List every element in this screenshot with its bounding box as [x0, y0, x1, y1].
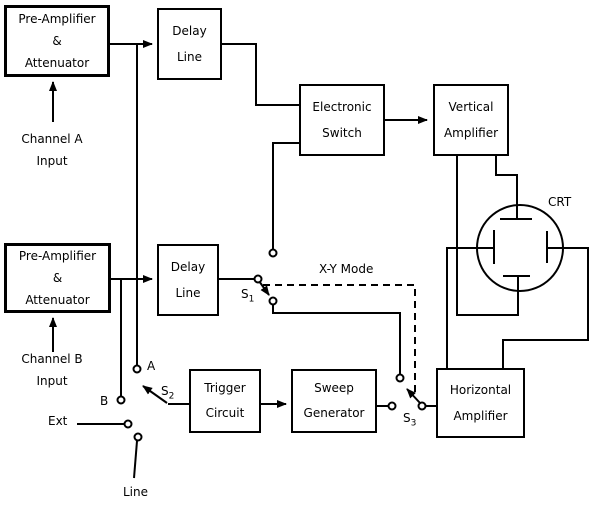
- s3-pivot-terminal: [417, 401, 427, 411]
- wire-line-terminal: [133, 440, 138, 479]
- s2-sub: 2: [168, 391, 175, 402]
- wire-hamp-to-right-plate: [502, 247, 589, 368]
- s1-lower-terminal: [268, 296, 278, 306]
- block-preamp-attenuator-a: Pre-Amplifier & Attenuator: [4, 5, 110, 77]
- s1-pivot-terminal: [253, 274, 263, 284]
- s2-base: S: [161, 384, 169, 398]
- block-preamp-attenuator-b: Pre-Amplifier & Attenuator: [4, 243, 111, 313]
- wire-xy-mode-link: [263, 284, 416, 392]
- s1-upper-terminal: [268, 248, 278, 258]
- s1-base: S: [241, 287, 249, 301]
- block-horizontal-amplifier: Horizontal Amplifier: [436, 368, 525, 438]
- label-xy-mode: X-Y Mode: [319, 262, 374, 276]
- label-trigger-source-b: B: [100, 394, 109, 408]
- block-trigger-circuit: Trigger Circuit: [189, 369, 261, 433]
- wire-delay-a-to-electronic-switch: [222, 43, 299, 106]
- s3-switch-arm: [406, 388, 421, 404]
- label-s2: S2: [161, 385, 174, 403]
- s1-sub: 1: [248, 294, 255, 305]
- s2-switch-arm: [142, 385, 168, 404]
- s3-upper-terminal: [395, 373, 405, 383]
- label-s1: S1: [241, 288, 254, 306]
- block-electronic-switch: Electronic Switch: [299, 84, 385, 156]
- crt-envelope: [476, 204, 564, 292]
- label-trigger-source-line: Line: [123, 485, 149, 499]
- s3-sub: 3: [410, 418, 417, 429]
- block-delay-line-b: Delay Line: [157, 244, 219, 316]
- block-sweep-generator: Sweep Generator: [291, 369, 377, 433]
- terminal-line: [133, 432, 143, 442]
- label-s3: S3: [403, 412, 416, 430]
- wire-s1-upper-to-electronic-switch: [272, 142, 299, 249]
- block-delay-line-a: Delay Line: [157, 8, 222, 80]
- block-vertical-amplifier: Vertical Amplifier: [433, 84, 509, 156]
- terminal-ext: [123, 419, 133, 429]
- sweep-output-terminal: [387, 401, 397, 411]
- s1-switch-arm: [258, 280, 270, 296]
- wire-vamp-to-bottom-plate: [456, 156, 519, 316]
- wire-hamp-to-left-plate: [446, 247, 494, 368]
- label-trigger-source-a: A: [147, 359, 156, 373]
- label-crt: CRT: [548, 195, 572, 209]
- wire-vamp-to-top-plate: [495, 156, 518, 219]
- label-channel-a-input: Channel A Input: [21, 132, 83, 168]
- label-channel-b-input: Channel B Input: [21, 352, 83, 388]
- terminal-b: [116, 395, 126, 405]
- wire-s1-lower-to-s3-upper: [272, 305, 401, 374]
- s3-base: S: [403, 411, 411, 425]
- label-trigger-source-ext: Ext: [48, 414, 68, 428]
- terminal-a: [132, 364, 142, 374]
